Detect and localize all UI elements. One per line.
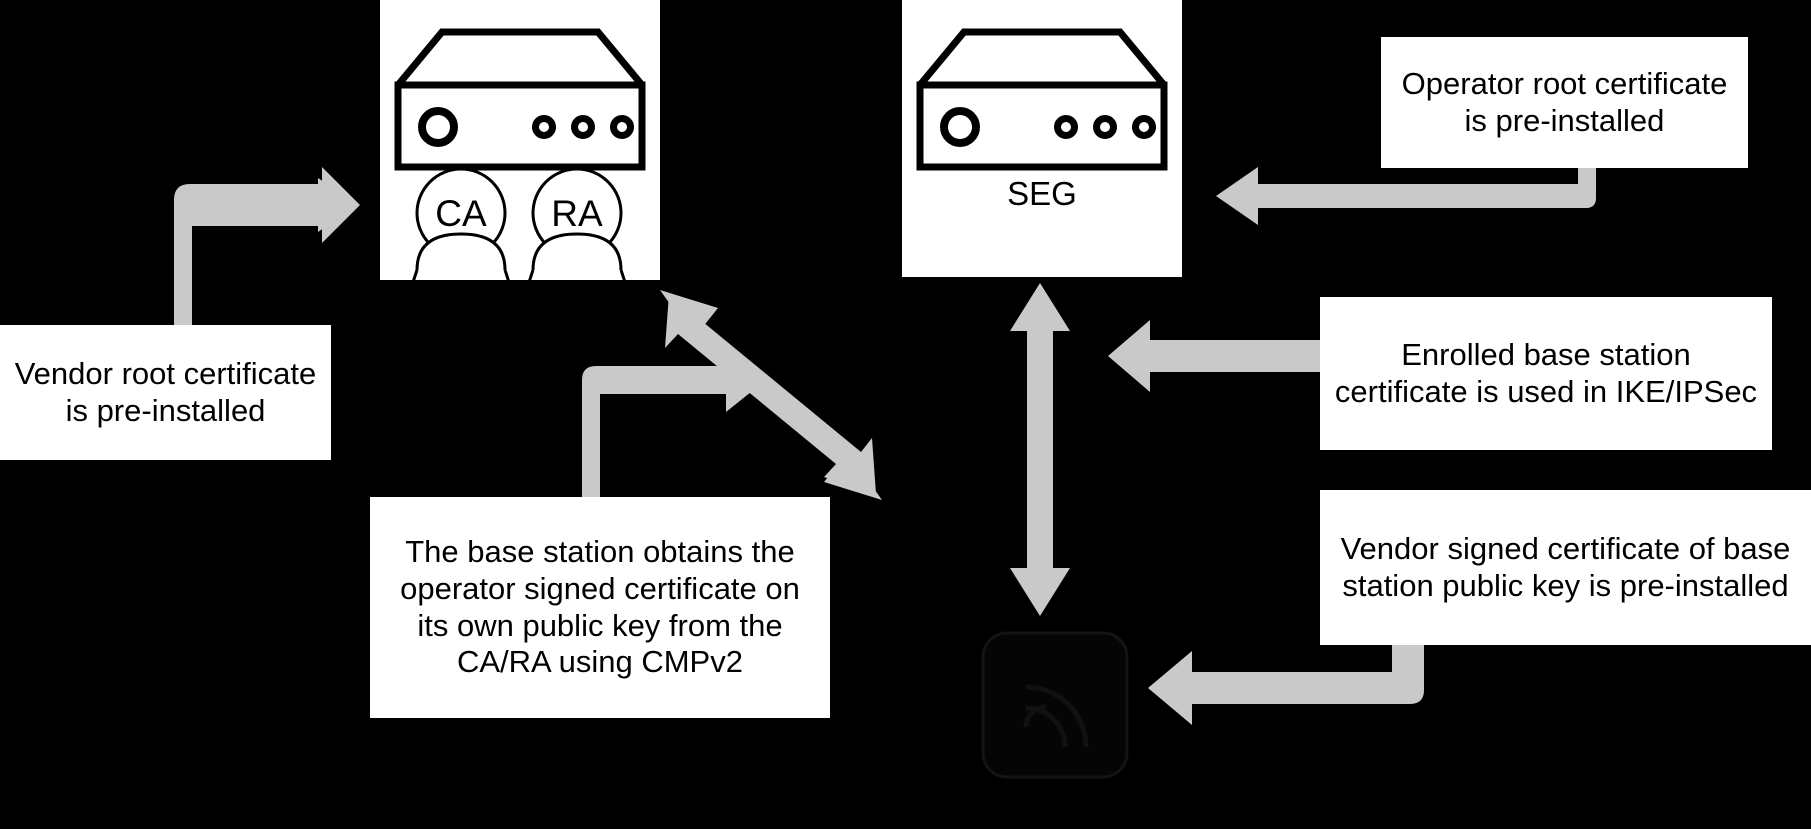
note-line: is pre-installed xyxy=(65,392,266,428)
connector-vendor-signed-to-antenna xyxy=(1148,645,1424,725)
seg-label: SEG xyxy=(1007,175,1077,212)
ra-label: RA xyxy=(551,193,603,234)
ca-actor-icon: CA xyxy=(412,167,510,280)
connector-operator-root-to-seg xyxy=(1216,167,1596,225)
ca-label: CA xyxy=(435,193,487,234)
connector-seg-to-antenna-ipsec xyxy=(1010,283,1070,616)
seg-node[interactable]: SEG xyxy=(902,0,1182,277)
connector-base-station-to-seg-cmp xyxy=(660,290,882,500)
note-line: Enrolled base station xyxy=(1401,336,1691,372)
base-station-node[interactable]: CA RA xyxy=(380,0,660,280)
connector-enrolled-cert-to-link xyxy=(1108,320,1320,392)
note-line: is pre-installed xyxy=(1464,102,1665,138)
note-operator-root-cert[interactable]: Operator root certificate is pre-install… xyxy=(1381,37,1748,168)
note-vendor-signed-cert[interactable]: Vendor signed certificate of base statio… xyxy=(1320,490,1811,645)
wireless-signal-icon xyxy=(981,631,1129,779)
note-line: Vendor signed certificate of base xyxy=(1340,530,1791,566)
connector-cmpv2-note-to-link xyxy=(582,348,766,497)
note-line: CA/RA using CMPv2 xyxy=(456,644,743,680)
ra-actor-icon: RA xyxy=(528,167,626,280)
note-line: Operator root certificate xyxy=(1401,65,1728,101)
note-vendor-root-cert[interactable]: Vendor root certificate is pre-installed xyxy=(0,325,331,460)
note-line: Vendor root certificate xyxy=(14,355,317,391)
note-line: its own public key from the xyxy=(417,607,783,643)
server-device-icon: CA RA xyxy=(394,28,646,280)
note-line: certificate is used in IKE/IPSec xyxy=(1334,373,1758,409)
note-line: The base station obtains the xyxy=(405,534,795,570)
server-device-icon xyxy=(916,28,1168,171)
note-line: operator signed certificate on xyxy=(400,570,800,606)
connector-vendor-root-to-base-station xyxy=(174,167,360,325)
note-enrolled-base-station-cert[interactable]: Enrolled base station certificate is use… xyxy=(1320,297,1772,450)
note-line: station public key is pre-installed xyxy=(1342,567,1789,603)
note-cmpv2-enrolment[interactable]: The base station obtains the operator si… xyxy=(370,497,830,718)
antenna-node[interactable] xyxy=(980,630,1130,780)
